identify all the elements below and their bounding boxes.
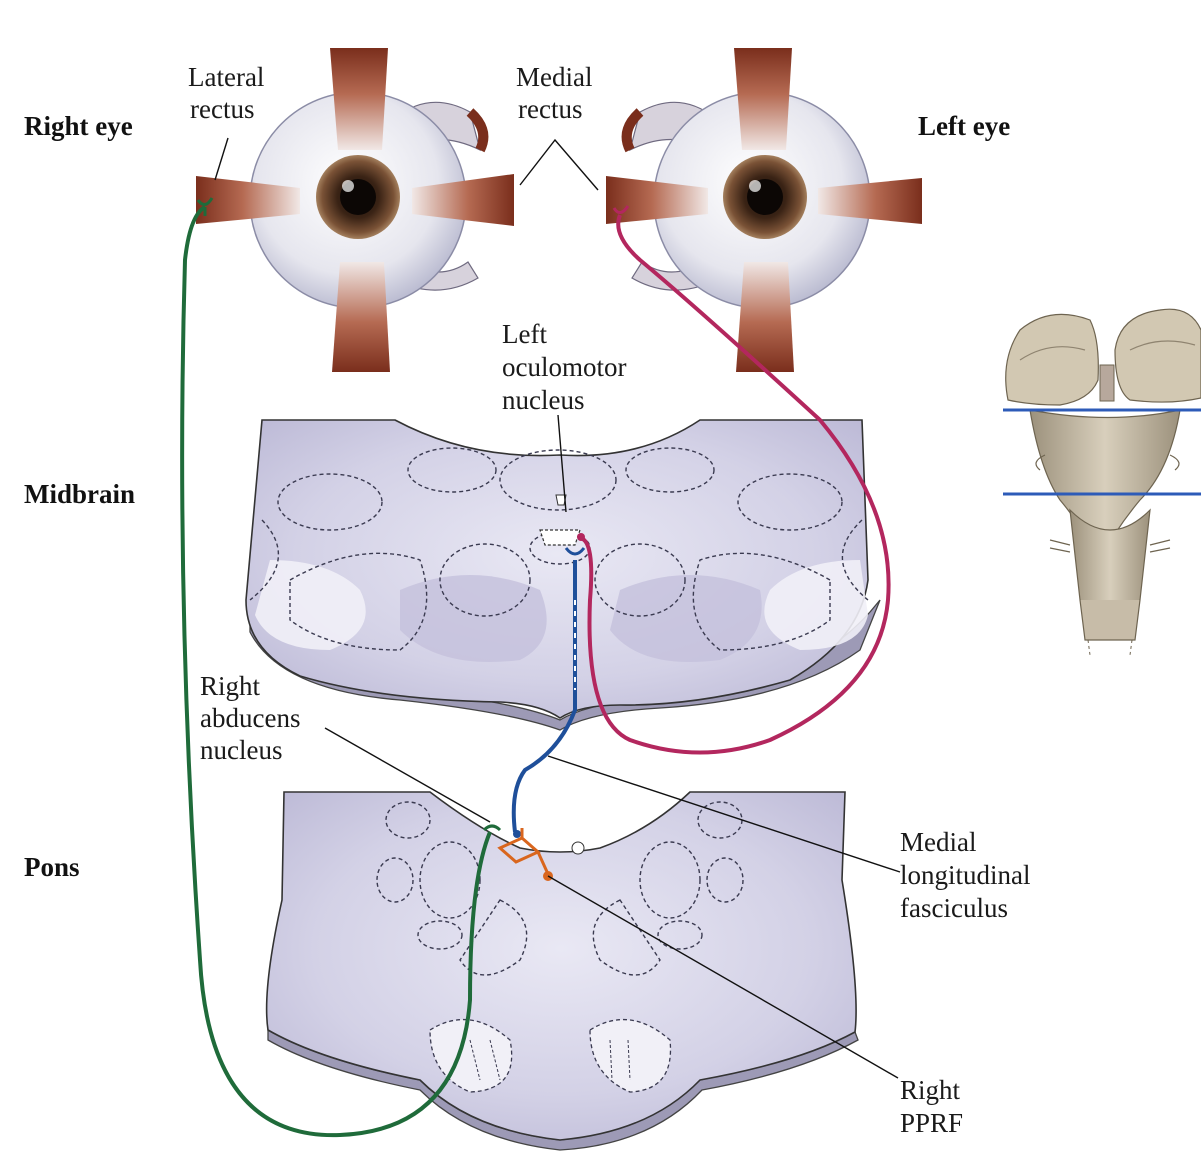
left-superior-rectus — [734, 48, 792, 150]
pprf-label-line1: Right — [900, 1075, 961, 1105]
oculomotor-label-line1: Left — [502, 319, 547, 349]
right-superior-rectus — [330, 48, 388, 150]
brainstem-inset — [1003, 309, 1201, 655]
medial-rectus-label-line1: Medial — [516, 62, 592, 92]
medial-rectus-label-line2: rectus — [518, 94, 582, 124]
midbrain-section — [246, 420, 880, 730]
abducens-label-line2: abducens — [200, 703, 300, 733]
right-eye-label: Right eye — [24, 111, 133, 141]
left-inferior-rectus — [736, 262, 794, 372]
mlf-label-line3: fasciculus — [900, 893, 1008, 923]
pons-label: Pons — [24, 852, 80, 882]
mlf-label-line2: longitudinal — [900, 860, 1031, 890]
midbrain-label: Midbrain — [24, 479, 135, 509]
lateral-rectus-label-line2: rectus — [190, 94, 254, 124]
abducens-label-line1: Right — [200, 671, 261, 701]
pprf-label-line2: PPRF — [900, 1108, 963, 1138]
abducens-label-line3: nucleus — [200, 735, 282, 765]
oculomotor-label-line3: nucleus — [502, 385, 584, 415]
lateral-rectus-label-line1: Lateral — [188, 62, 264, 92]
pons-section — [267, 792, 858, 1150]
mlf-label-line1: Medial — [900, 827, 976, 857]
oculomotor-label-line2: oculomotor — [502, 352, 626, 382]
left-eye-label: Left eye — [918, 111, 1010, 141]
right-inferior-rectus — [332, 262, 390, 372]
left-eye-illustration — [606, 48, 922, 372]
